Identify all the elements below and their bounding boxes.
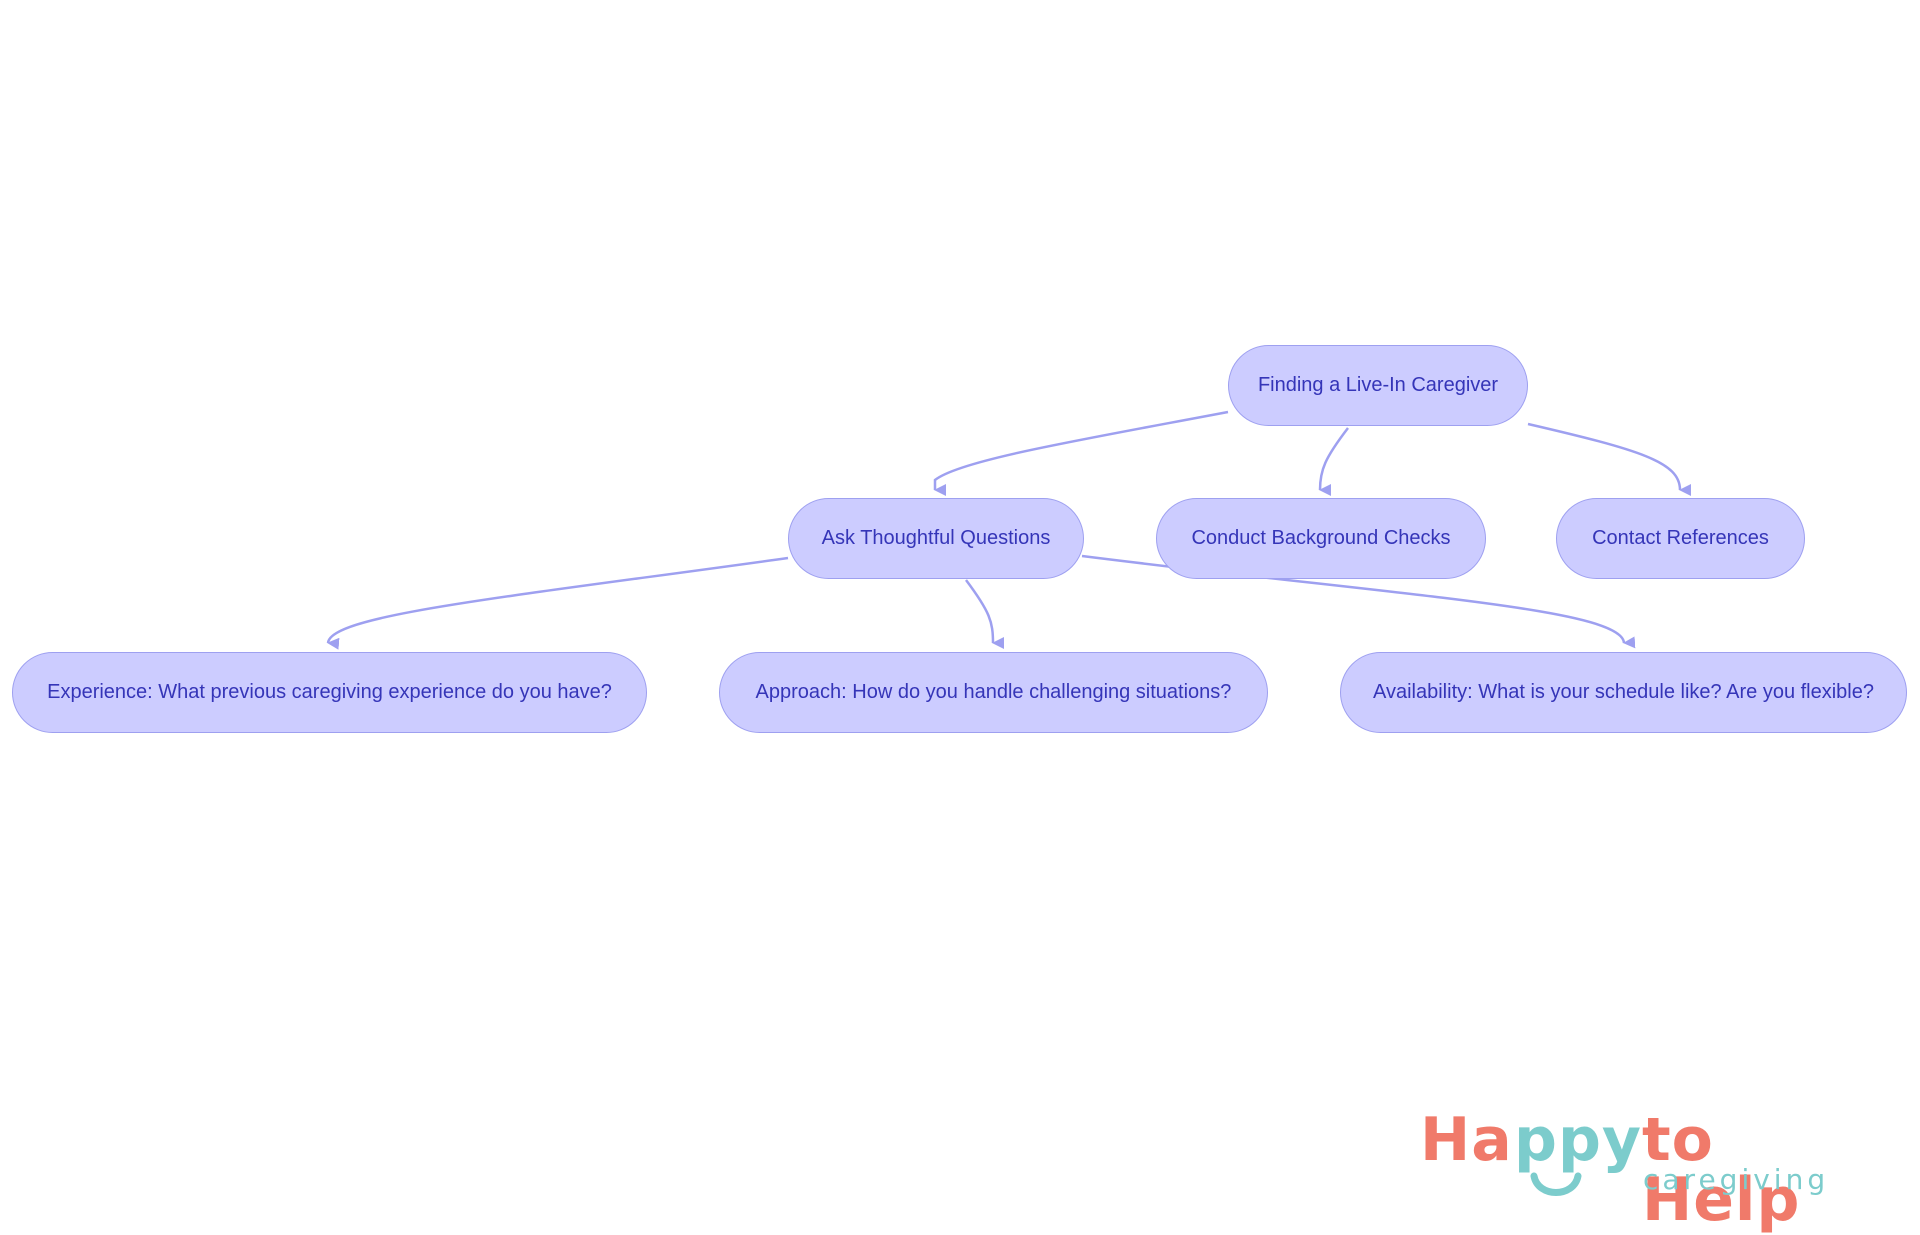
edge-root-to-background (1318, 427, 1349, 497)
node-availability-question[interactable]: Availability: What is your schedule like… (1340, 652, 1907, 733)
logo-word-ha: Ha (1420, 1105, 1513, 1175)
logo-subtitle: caregiving (1643, 1163, 1830, 1196)
node-contact-references[interactable]: Contact References (1556, 498, 1805, 579)
logo-word-to-help: to Help (1642, 1105, 1801, 1235)
edge-root-to-references (1527, 422, 1692, 496)
edge-root-to-questions (933, 410, 1229, 496)
node-experience-question[interactable]: Experience: What previous caregiving exp… (12, 652, 647, 733)
node-background-checks[interactable]: Conduct Background Checks (1156, 498, 1486, 579)
node-approach-question[interactable]: Approach: How do you handle challenging … (719, 652, 1268, 733)
smile-icon (1530, 1172, 1582, 1196)
node-ask-questions[interactable]: Ask Thoughtful Questions (788, 498, 1084, 579)
happy-to-help-logo: Ha ppy to Help caregiving (1420, 1100, 1890, 1230)
edge-questions-to-approach (964, 579, 1005, 649)
edge-questions-to-experience (326, 556, 789, 650)
logo-word-ppy: ppy (1514, 1105, 1643, 1175)
node-finding-caregiver[interactable]: Finding a Live-In Caregiver (1228, 345, 1528, 426)
